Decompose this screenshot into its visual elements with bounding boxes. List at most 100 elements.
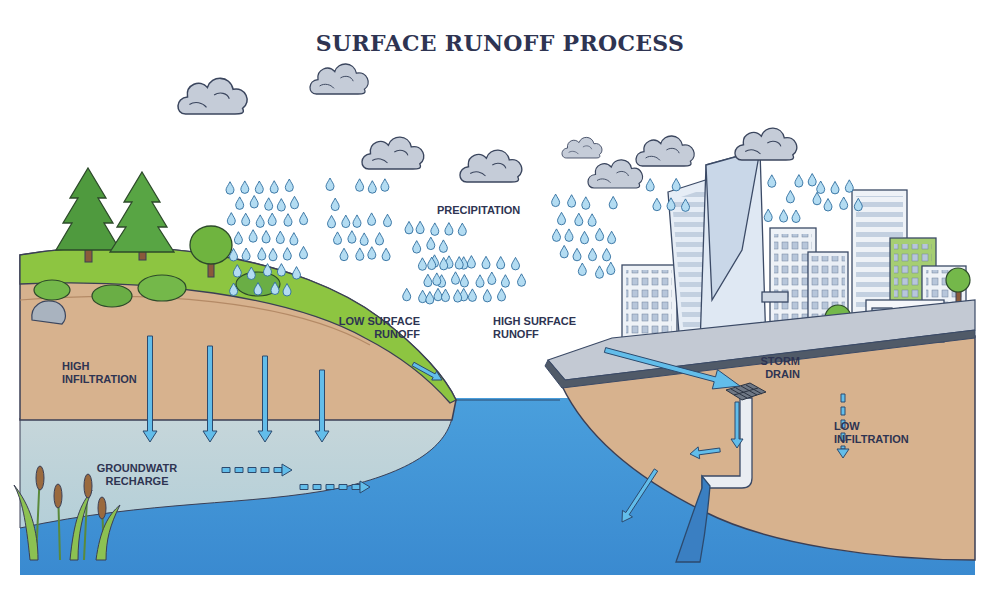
raindrop <box>249 230 257 243</box>
bush <box>138 275 186 301</box>
raindrop <box>454 290 462 303</box>
raindrop <box>518 274 526 287</box>
raindrop <box>578 263 586 276</box>
storm-drain-pipe <box>676 398 752 562</box>
raindrop <box>356 248 364 261</box>
buildings <box>700 150 766 346</box>
region-label: LOW SURFACE RUNOFF <box>330 315 420 341</box>
raindrop <box>768 175 776 188</box>
raindrop <box>482 256 490 269</box>
cattails <box>84 474 92 498</box>
raindrop <box>276 231 284 244</box>
city-tree <box>946 268 970 292</box>
region-label: HIGH SURFACE RUNOFF <box>493 315 588 341</box>
raindrop <box>293 267 301 280</box>
raindrop <box>424 274 432 287</box>
raindrop <box>582 197 590 210</box>
raindrop <box>808 174 816 187</box>
flow-arrow <box>143 336 157 442</box>
raindrop <box>672 178 680 191</box>
raindrop <box>608 231 616 244</box>
raindrop <box>405 221 413 234</box>
raindrop <box>512 257 520 270</box>
raindrop <box>356 179 364 192</box>
raindrop <box>792 210 800 223</box>
flow-arrow <box>326 485 334 490</box>
bush <box>236 272 280 296</box>
flow-arrow <box>731 402 743 448</box>
grass-layer <box>20 247 456 403</box>
raindrop <box>682 199 690 212</box>
flow-arrow <box>222 468 230 473</box>
raindrop <box>452 272 460 285</box>
deciduous-tree <box>190 226 232 264</box>
flow-arrow <box>412 362 442 380</box>
raindrop <box>353 215 361 228</box>
cattails <box>98 497 106 519</box>
raindrop <box>565 229 573 242</box>
raindrop <box>428 257 436 270</box>
raindrop <box>340 248 348 261</box>
raindrop <box>667 198 675 211</box>
region-label: LOW INFILTRATION <box>834 420 919 446</box>
raindrop <box>483 289 491 302</box>
raindrop <box>764 209 772 222</box>
flow-arrow <box>690 447 720 459</box>
cattails <box>54 484 62 508</box>
raindrop <box>607 262 615 275</box>
raindrop <box>300 212 308 225</box>
flow-arrow <box>313 485 321 490</box>
flow-arrow <box>315 370 329 442</box>
raindrop <box>256 215 264 228</box>
raindrop <box>418 258 426 271</box>
raindrop <box>560 245 568 258</box>
raindrop <box>241 181 249 194</box>
conifer-tree <box>56 168 174 262</box>
raindrop <box>501 275 509 288</box>
buildings <box>626 270 672 340</box>
raindrop <box>845 180 853 193</box>
flow-arrow <box>352 485 360 490</box>
raindrop <box>646 179 654 192</box>
flow-arrow <box>360 481 370 493</box>
cloud <box>178 64 797 188</box>
raindrop <box>468 289 476 302</box>
raindrop <box>653 198 661 211</box>
flow-arrow <box>274 468 282 473</box>
flow-arrow <box>841 407 845 415</box>
raindrop <box>427 237 435 250</box>
raindrop <box>553 229 561 242</box>
raindrop <box>384 214 392 227</box>
flow-arrow <box>143 336 849 522</box>
raindrop <box>568 195 576 208</box>
raindrop <box>445 223 453 236</box>
raindrop <box>285 179 293 192</box>
buildings <box>706 150 760 300</box>
raindrop <box>348 231 356 244</box>
raindrop <box>596 228 604 241</box>
cloud <box>735 128 797 160</box>
raindrop <box>552 194 560 207</box>
conifer-tree <box>56 168 120 250</box>
cattails <box>36 470 104 560</box>
raindrop <box>255 181 263 194</box>
raindrop <box>573 248 581 260</box>
raindrop <box>854 198 862 211</box>
raindrop <box>242 248 250 261</box>
raindrop <box>226 174 862 305</box>
raindrop <box>368 247 376 260</box>
paved-surface <box>545 330 975 388</box>
raindrop <box>291 196 299 209</box>
raindrop <box>458 223 466 236</box>
cattails <box>14 485 38 560</box>
raindrop <box>342 215 350 228</box>
raindrop <box>284 214 292 227</box>
raindrop <box>264 264 272 277</box>
raindrop <box>254 283 262 296</box>
cloud <box>460 150 522 182</box>
flow-arrow <box>258 356 272 442</box>
raindrop <box>440 257 448 270</box>
region-label: PRECIPITATION <box>437 204 557 217</box>
